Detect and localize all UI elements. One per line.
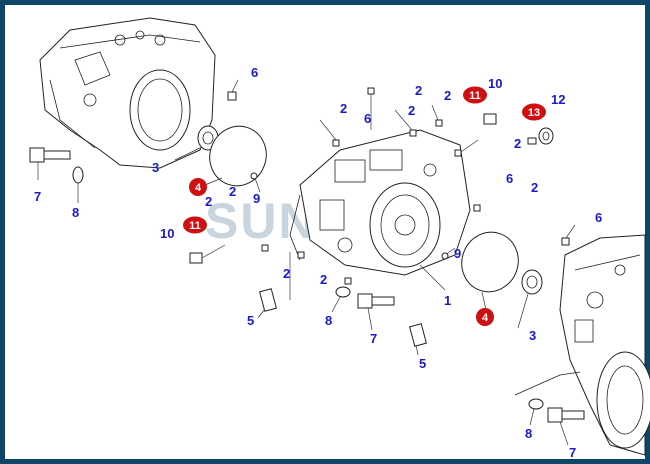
o-ring-4b — [461, 231, 519, 311]
bolt-2-group — [261, 87, 481, 300]
badge-4: 4 — [476, 308, 494, 326]
callout-2: 2 — [340, 101, 347, 116]
callout-2: 2 — [415, 83, 422, 98]
callout-6: 6 — [595, 210, 602, 225]
callout-3: 3 — [529, 328, 536, 343]
callout-7: 7 — [569, 445, 576, 460]
washer-8a — [72, 166, 84, 203]
badge-11: 11 — [463, 86, 487, 104]
svg-text:11: 11 — [189, 220, 201, 232]
svg-text:4: 4 — [482, 312, 489, 324]
callout-1: 1 — [444, 293, 451, 308]
callout-7: 7 — [370, 331, 377, 346]
bolt-6d — [561, 224, 576, 246]
badge-4: 4 — [189, 178, 207, 196]
callout-10: 10 — [488, 76, 502, 91]
callout-6: 6 — [364, 111, 371, 126]
pump-housing-left — [39, 17, 216, 169]
callout-5: 5 — [419, 356, 426, 371]
pin-9a — [250, 172, 261, 193]
callout-5: 5 — [247, 313, 254, 328]
callout-3: 3 — [152, 160, 159, 175]
o-ring-4a — [204, 125, 267, 187]
bolt-6a — [227, 79, 239, 101]
bolt-7a — [29, 147, 71, 180]
pump-body-center — [289, 129, 471, 276]
callout-2: 2 — [531, 180, 538, 195]
callout-2: 2 — [320, 272, 327, 287]
callout-2: 2 — [444, 88, 451, 103]
callout-9: 9 — [253, 191, 260, 206]
washer-8c — [528, 398, 544, 426]
callout-7: 7 — [34, 189, 41, 204]
callout-8: 8 — [72, 205, 79, 220]
callout-2: 2 — [229, 184, 236, 199]
pump-housing-right — [559, 234, 650, 456]
edge-line — [514, 371, 581, 396]
plug-12 — [527, 127, 554, 145]
plug-10a — [189, 244, 226, 264]
callout-6: 6 — [506, 171, 513, 186]
washer-8b — [331, 286, 351, 313]
leader-1 — [419, 264, 446, 291]
svg-text:4: 4 — [195, 182, 202, 194]
svg-text:11: 11 — [469, 90, 481, 102]
dowel-pin-5a — [257, 288, 277, 319]
dowel-pin-5b — [409, 323, 427, 356]
callout-2: 2 — [283, 266, 290, 281]
badge-13: 13 — [522, 103, 546, 121]
callout-8: 8 — [525, 426, 532, 441]
callout-2: 2 — [205, 194, 212, 209]
bolt-7c — [547, 407, 585, 446]
callout-2: 2 — [408, 103, 415, 118]
badge-11: 11 — [183, 216, 207, 234]
plug-10b — [483, 113, 497, 125]
callout-2: 2 — [514, 136, 521, 151]
callout-10: 10 — [160, 226, 174, 241]
svg-text:13: 13 — [528, 107, 540, 119]
bushing-3b — [517, 269, 543, 329]
bolt-7b — [357, 293, 395, 331]
callout-12: 12 — [551, 92, 565, 107]
callout-6: 6 — [251, 65, 258, 80]
pin-9b — [441, 247, 456, 260]
callout-9: 9 — [454, 246, 461, 261]
callout-8: 8 — [325, 313, 332, 328]
